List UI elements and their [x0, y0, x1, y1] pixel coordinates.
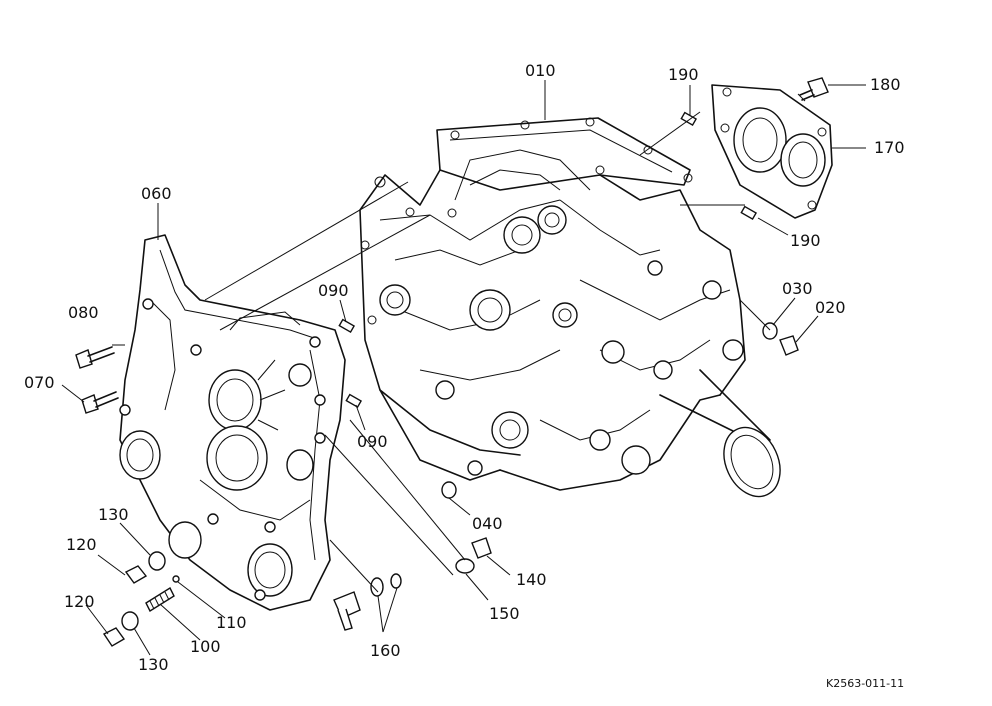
washer-part-130-upper: [148, 551, 166, 571]
callout-070: 070: [24, 373, 55, 392]
callout-140: 140: [516, 570, 547, 589]
dowel-pin-090-top: [338, 318, 356, 334]
fitting-part-160: [333, 573, 402, 631]
callout-120-lower: 120: [64, 592, 95, 611]
callout-090-bottom: 090: [357, 432, 388, 451]
callout-160: 160: [370, 641, 401, 660]
callout-020: 020: [815, 298, 846, 317]
plug-part-140: [471, 537, 492, 559]
callout-190-top: 190: [668, 65, 699, 84]
bolt-part-180: [797, 77, 829, 102]
side-case-part-060: [119, 234, 346, 611]
o-ring-part-150: [455, 558, 475, 574]
callout-040: 040: [472, 514, 503, 533]
drawing-code: K2563-011-11: [826, 677, 904, 690]
callout-170: 170: [874, 138, 905, 157]
callout-120-upper: 120: [66, 535, 97, 554]
callout-060: 060: [141, 184, 172, 203]
washer-part-130-lower: [121, 611, 139, 631]
callout-100: 100: [190, 637, 221, 656]
dowel-pin-090-bottom: [345, 393, 363, 409]
callout-150: 150: [489, 604, 520, 623]
bolt-part-080: [75, 346, 115, 369]
cover-plate-part-170: [711, 84, 833, 219]
main-case-part-010: [359, 117, 781, 498]
nut-part-120-upper: [124, 565, 148, 584]
spring-coils: [149, 591, 170, 610]
callout-090-top: 090: [318, 281, 349, 300]
callout-180: 180: [870, 75, 901, 94]
callout-110: 110: [216, 613, 247, 632]
leader-lines: [61, 80, 866, 656]
assembly-lines: [204, 111, 771, 593]
callout-190-bottom: 190: [790, 231, 821, 250]
o-ring-part-040: [441, 481, 457, 499]
dowel-pin-190-bottom: [740, 205, 758, 221]
plug-part-020: [779, 335, 799, 356]
callout-130-lower: 130: [138, 655, 169, 674]
callout-labels: 010 190 180 170 190 060 090 080 070 090 …: [24, 61, 905, 690]
callout-030: 030: [782, 279, 813, 298]
nut-part-120-lower: [102, 627, 126, 647]
ball-part-110: [172, 575, 180, 583]
bolt-part-070: [81, 391, 119, 414]
spring-part-100: [145, 586, 175, 613]
callout-130-upper: 130: [98, 505, 129, 524]
callout-080: 080: [68, 303, 99, 322]
callout-010: 010: [525, 61, 556, 80]
